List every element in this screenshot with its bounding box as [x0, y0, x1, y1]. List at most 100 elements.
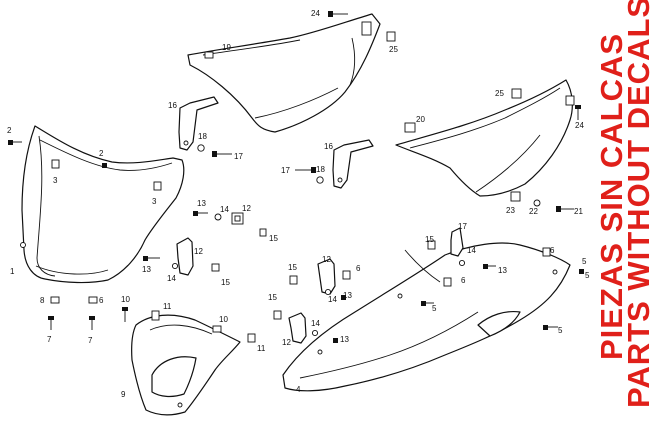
callout-13: 13 [498, 266, 507, 275]
callout-7: 7 [47, 335, 52, 344]
callout-6: 6 [550, 246, 555, 255]
washer-14-a [214, 213, 222, 221]
callout-14: 14 [311, 319, 320, 328]
screw-24-top [328, 11, 348, 17]
callout-18: 18 [316, 165, 325, 174]
callout-22: 22 [529, 207, 538, 216]
callout-16: 16 [168, 101, 177, 110]
screw-21 [556, 206, 574, 212]
screw-2-left [8, 140, 22, 145]
callout-14: 14 [328, 295, 337, 304]
callout-23: 23 [506, 206, 515, 215]
screw-13-c [483, 264, 496, 269]
callout-13: 13 [343, 291, 352, 300]
side-panel-19 [187, 13, 381, 133]
callout-5: 5 [432, 304, 437, 313]
clip-6-c [443, 277, 452, 287]
bracket-12-c [317, 258, 336, 295]
callout-3: 3 [53, 176, 58, 185]
nut-15-d [289, 275, 298, 285]
clip-12-a [231, 212, 244, 225]
callout-14: 14 [220, 205, 229, 214]
screw-7-b [89, 316, 95, 330]
bracket-12-d [288, 312, 307, 344]
callout-5: 5 [585, 271, 590, 280]
callout-14: 14 [467, 246, 476, 255]
washer-22 [533, 199, 541, 207]
bracket-17-belly [450, 227, 464, 257]
callout-12: 12 [194, 247, 203, 256]
callout-10: 10 [219, 315, 228, 324]
callout-17: 17 [458, 222, 467, 231]
callout-9: 9 [121, 390, 126, 399]
callout-2: 2 [7, 126, 12, 135]
callout-25: 25 [389, 45, 398, 54]
callout-11: 11 [257, 344, 266, 353]
screw-5-b [421, 301, 434, 306]
clip-6-d [342, 270, 351, 280]
clip-6-b [542, 247, 551, 257]
callout-15: 15 [268, 293, 277, 302]
washer-18-upper [197, 144, 205, 152]
screw-13-e [333, 338, 338, 343]
callout-10: 10 [121, 295, 130, 304]
callout-2: 2 [99, 149, 104, 158]
callout-17: 17 [234, 152, 243, 161]
callout-5: 5 [582, 257, 587, 266]
callout-24: 24 [311, 9, 320, 18]
callout-4: 4 [296, 385, 301, 394]
callout-12: 12 [322, 255, 331, 264]
callout-3: 3 [152, 197, 157, 206]
nut-15-a [259, 228, 267, 237]
clip-25-top [386, 31, 396, 42]
washer-14-c [458, 259, 466, 267]
callout-18: 18 [198, 132, 207, 141]
callout-15: 15 [425, 235, 434, 244]
side-panel-20 [395, 79, 575, 197]
belly-pan-4 [282, 242, 571, 392]
nut-15-b [211, 263, 220, 272]
screw-24-right [575, 105, 581, 120]
clip-8 [50, 296, 60, 304]
callout-12: 12 [242, 204, 251, 213]
front-fairing-1 [20, 125, 185, 284]
callout-7: 7 [88, 336, 93, 345]
decals-notice: PIEZAS SIN CALCAS PARTS WITHOUT DECALS [594, 0, 650, 408]
washer-18-right [316, 176, 324, 184]
screw-5-a [579, 269, 584, 274]
screw-13-d [341, 295, 346, 300]
screw-10-a [122, 307, 128, 322]
screw-13-b [143, 256, 160, 261]
callout-labels: 24 25 19 16 18 17 2 2 3 3 1 13 14 12 15 … [7, 9, 590, 399]
bracket-16-right [332, 139, 374, 189]
callout-6: 6 [461, 276, 466, 285]
callout-15: 15 [288, 263, 297, 272]
clip-6-a [88, 296, 98, 304]
callout-13: 13 [197, 199, 206, 208]
callout-11: 11 [163, 302, 172, 311]
callout-12: 12 [282, 338, 291, 347]
callout-21: 21 [574, 207, 583, 216]
notice-line-english: PARTS WITHOUT DECALS [621, 0, 650, 408]
screw-17-right [295, 167, 316, 173]
callout-14: 14 [167, 274, 176, 283]
screw-13-a [193, 211, 208, 216]
callout-13: 13 [340, 335, 349, 344]
callout-8: 8 [40, 296, 45, 305]
notice-line-spanish: PIEZAS SIN CALCAS [594, 33, 629, 360]
washer-14-e [311, 329, 319, 337]
bracket-12-b [176, 237, 194, 276]
clip-23 [510, 191, 521, 202]
screw-7-a [48, 316, 54, 330]
bracket-16-upper [178, 96, 219, 151]
nut-15-e [273, 310, 282, 320]
callout-5: 5 [558, 326, 563, 335]
callout-6: 6 [356, 264, 361, 273]
callout-24: 24 [575, 121, 584, 130]
callout-25: 25 [495, 89, 504, 98]
nut-11-b [247, 333, 256, 343]
callout-20: 20 [416, 115, 425, 124]
screw-2-center [102, 163, 107, 168]
